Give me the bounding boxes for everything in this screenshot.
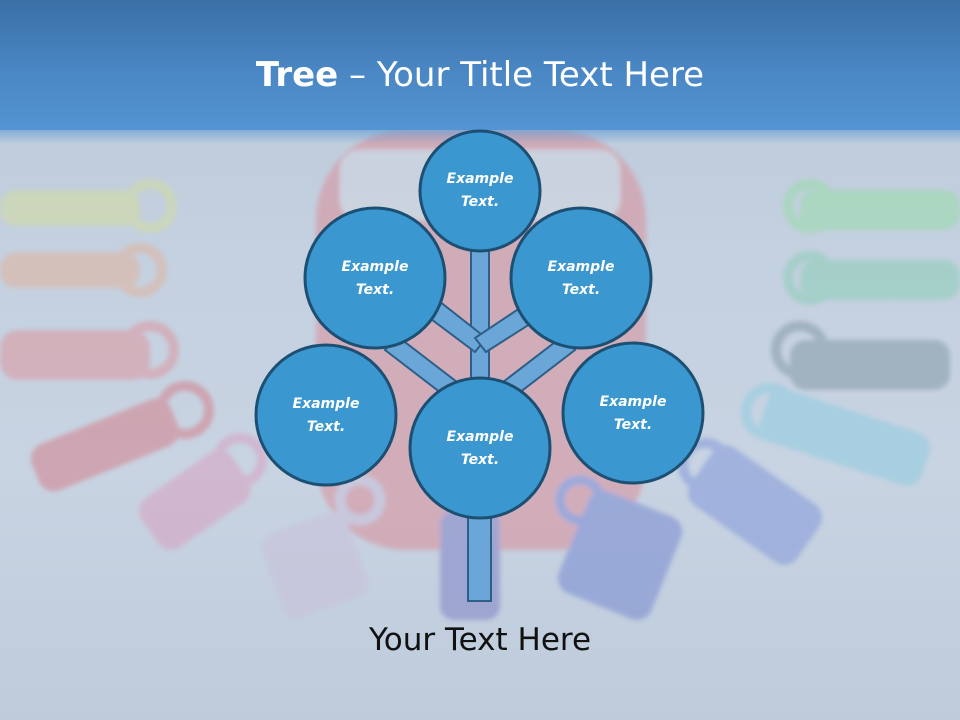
title-bar (0, 0, 960, 144)
node-label-line2: Text. (613, 417, 653, 433)
node-label-line2: Text. (306, 419, 346, 435)
node-label-upper-left: Example Text. (315, 256, 435, 302)
node-label-line1: Example (446, 429, 514, 445)
title-rest: – Your Title Text Here (338, 55, 705, 95)
node-label-center: Example Text. (420, 426, 540, 472)
node-label-line2: Text. (561, 282, 601, 298)
node-label-top: Example Text. (420, 168, 540, 214)
node-circle-lower-right (561, 341, 705, 485)
trunk (467, 514, 492, 602)
tree-nodes (254, 129, 705, 520)
node-circle-center (408, 376, 552, 520)
node-label-lower-right: Example Text. (573, 391, 693, 437)
node-label-line2: Text. (460, 194, 500, 210)
node-circle-upper-right (509, 206, 653, 350)
node-circle-top (418, 129, 542, 253)
node-circle-upper-left (303, 206, 447, 350)
node-label-line1: Example (341, 259, 409, 275)
node-label-line2: Text. (355, 282, 395, 298)
title-bold: Tree (255, 55, 339, 95)
node-label-upper-right: Example Text. (521, 256, 641, 302)
node-circle-lower-left (254, 343, 398, 487)
node-label-line2: Text. (460, 452, 500, 468)
slide-title: Tree – Your Title Text Here (0, 52, 960, 98)
branch-top (470, 247, 490, 383)
node-label-line1: Example (446, 171, 514, 187)
node-label-line1: Example (292, 396, 360, 412)
node-label-line1: Example (599, 394, 667, 410)
footer-text: Your Text Here (368, 622, 592, 658)
node-label-lower-left: Example Text. (266, 393, 386, 439)
node-label-line1: Example (547, 259, 615, 275)
